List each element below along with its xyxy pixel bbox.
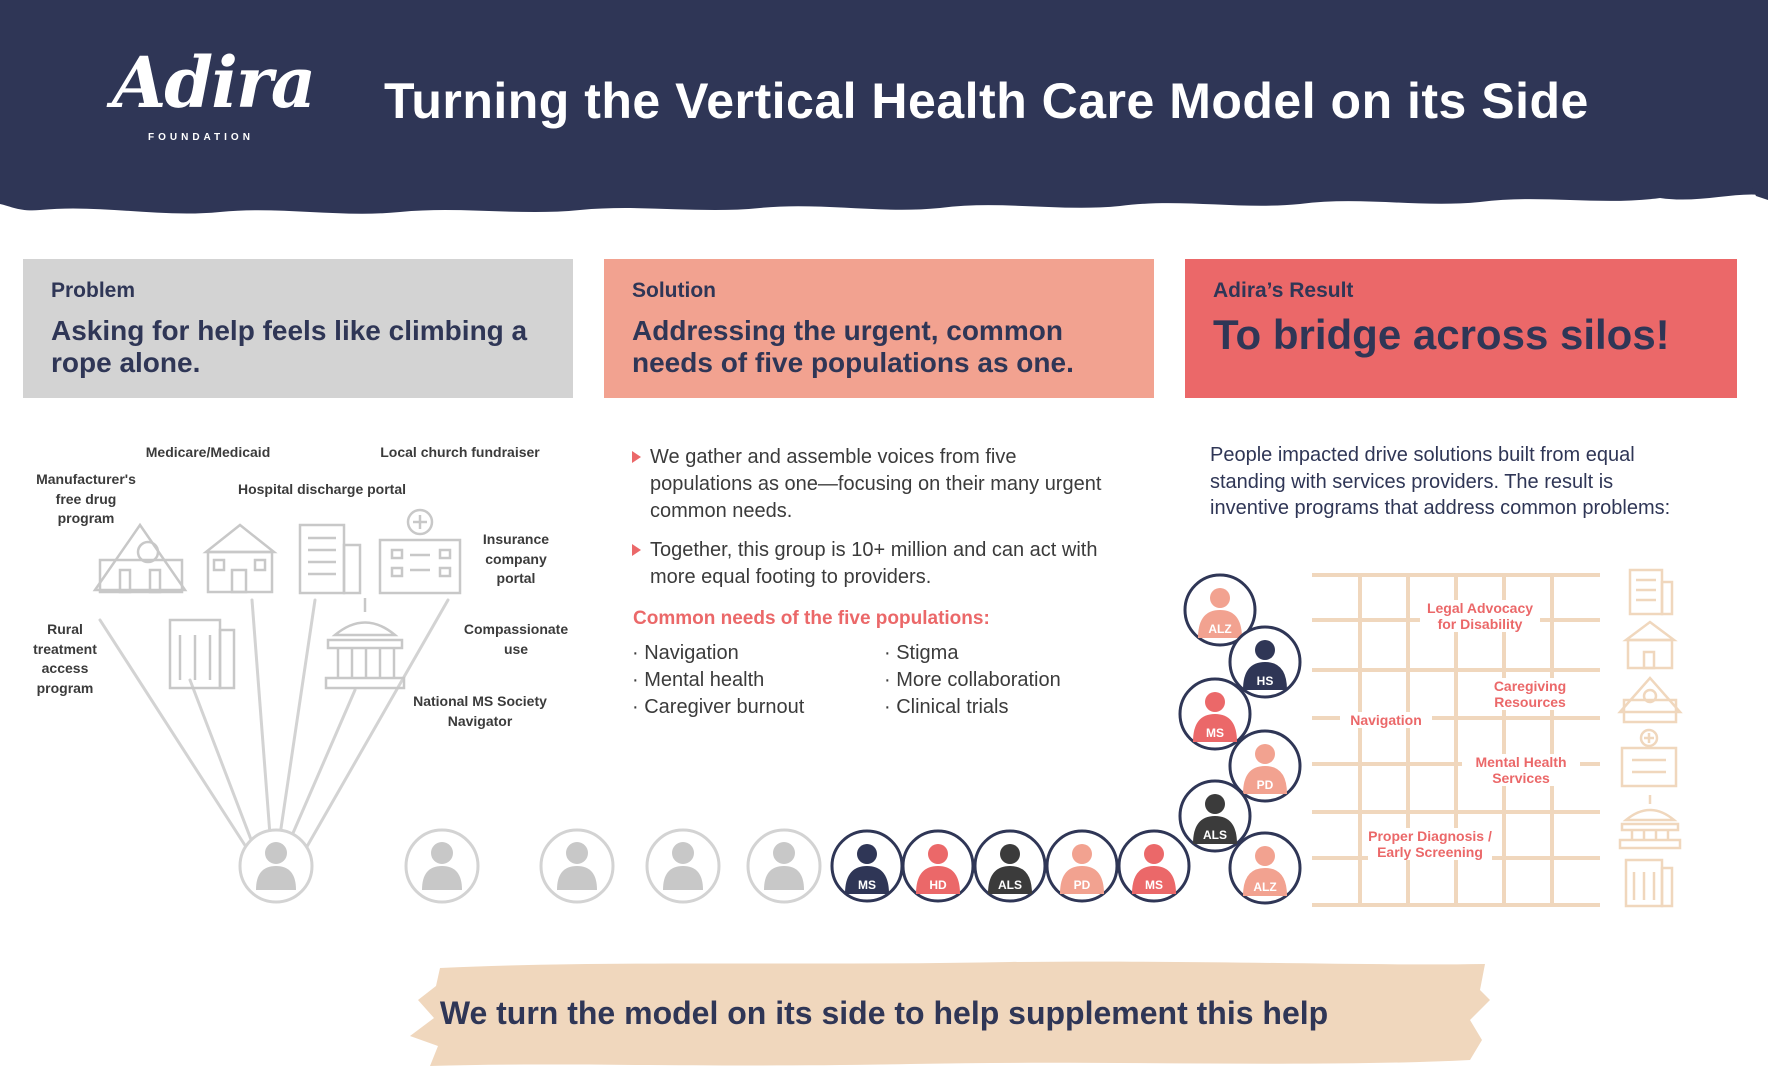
person-badge-hd: HD: [901, 829, 975, 903]
person-badge-label: PD: [1074, 878, 1091, 892]
footer-message: We turn the model on its side to help su…: [439, 995, 1329, 1031]
person-gray: [746, 828, 822, 904]
office-building-icon: [298, 523, 362, 595]
result-panel: Adira’s Result To bridge across silos!: [1185, 259, 1737, 398]
person-badge-ms: MS: [830, 829, 904, 903]
need-item: · Stigma: [884, 642, 959, 664]
apartment-icon: [1624, 858, 1674, 908]
bottom-banner: [410, 961, 1490, 1066]
person-gray: [238, 828, 314, 904]
solution-bullets: We gather and assemble voices from five …: [632, 444, 1112, 603]
source-label: Insurance company portal: [482, 531, 550, 587]
person-badge-label: MS: [858, 878, 876, 892]
person-badge-als: ALS: [973, 829, 1047, 903]
logo-script: Adira: [112, 41, 316, 124]
need-item: · Clinical trials: [884, 696, 1009, 718]
problem-panel: Problem Asking for help feels like climb…: [23, 259, 573, 398]
adira-logo: Adira FOUNDATION: [112, 48, 316, 158]
government-building-icon: [324, 598, 406, 690]
house-icon: [1617, 676, 1683, 724]
need-item: · Caregiver burnout: [632, 696, 805, 718]
result-heading: To bridge across silos!: [1213, 311, 1670, 358]
person-badge-ms: MS: [1178, 677, 1252, 751]
needs-title: Common needs of the five populations:: [633, 608, 990, 629]
person-badge-hs: HS: [1228, 625, 1302, 699]
problem-heading: Asking for help feels like climbing a ro…: [51, 315, 528, 379]
person-gray: [404, 828, 480, 904]
grid-label-legal: Legal Advocacy for Disability: [1420, 600, 1540, 633]
person-badge-label: HS: [1257, 674, 1274, 688]
grid-label-mental-health: Mental Health Services: [1462, 754, 1580, 787]
person-badge-label: ALS: [1203, 828, 1227, 842]
apartment-icon: [168, 618, 236, 690]
source-label: Manufacturer's free drug program: [36, 471, 136, 527]
person-badge-pd: PD: [1228, 729, 1302, 803]
problem-label: Problem: [51, 279, 136, 302]
need-item: · Navigation: [632, 642, 739, 664]
person-badge-alz: ALZ: [1228, 831, 1302, 905]
hospital-icon: [378, 508, 462, 595]
result-description: People impacted drive solutions built fr…: [1210, 444, 1671, 520]
person-badge-label: PD: [1257, 778, 1274, 792]
office-building-icon: [1628, 568, 1674, 616]
header-banner: [0, 0, 1768, 214]
person-badge-label: ALS: [998, 878, 1022, 892]
school-icon: [202, 523, 278, 594]
person-badge-label: MS: [1206, 726, 1224, 740]
hospital-icon: [1620, 728, 1678, 788]
person-gray: [645, 828, 721, 904]
person-badge-ms: MS: [1117, 829, 1191, 903]
logo-subtext: FOUNDATION: [148, 132, 254, 143]
solution-bullet: Together, this group is 10+ million and …: [632, 537, 1112, 591]
grid-label-diagnosis: Proper Diagnosis / Early Screening: [1368, 828, 1492, 861]
person-badge-label: MS: [1145, 878, 1163, 892]
person-badge-alz: ALZ: [1183, 573, 1257, 647]
need-item: · More collaboration: [884, 669, 1061, 691]
government-building-icon: [1618, 795, 1682, 850]
page-title: Turning the Vertical Health Care Model o…: [384, 73, 1589, 129]
solution-label: Solution: [632, 279, 716, 302]
source-label: National MS Society Navigator: [413, 693, 547, 729]
grid-label-caregiving: Caregiving Resources: [1480, 678, 1580, 711]
person-gray: [539, 828, 615, 904]
solution-panel: Solution Addressing the urgent, common n…: [604, 259, 1154, 398]
person-badge-pd: PD: [1045, 829, 1119, 903]
solution-heading: Addressing the urgent, common needs of f…: [632, 315, 1074, 379]
person-badge-label: HD: [929, 878, 947, 892]
school-icon: [1622, 620, 1678, 670]
need-item: · Mental health: [632, 669, 765, 691]
source-label: Medicare/Medicaid: [145, 444, 271, 460]
person-badge-label: ALZ: [1208, 622, 1231, 636]
solution-bullet: We gather and assemble voices from five …: [632, 444, 1112, 525]
result-label: Adira’s Result: [1213, 279, 1354, 302]
person-badge-als: ALS: [1178, 779, 1252, 853]
grid-label-navigation: Navigation: [1340, 712, 1432, 729]
house-icon: [92, 522, 188, 594]
source-label: Local church fundraiser: [380, 444, 540, 460]
source-label: Compassionate use: [463, 621, 569, 657]
person-badge-label: ALZ: [1253, 880, 1276, 894]
source-label: Rural treatment access program: [33, 621, 97, 696]
source-label: Hospital discharge portal: [237, 481, 407, 497]
